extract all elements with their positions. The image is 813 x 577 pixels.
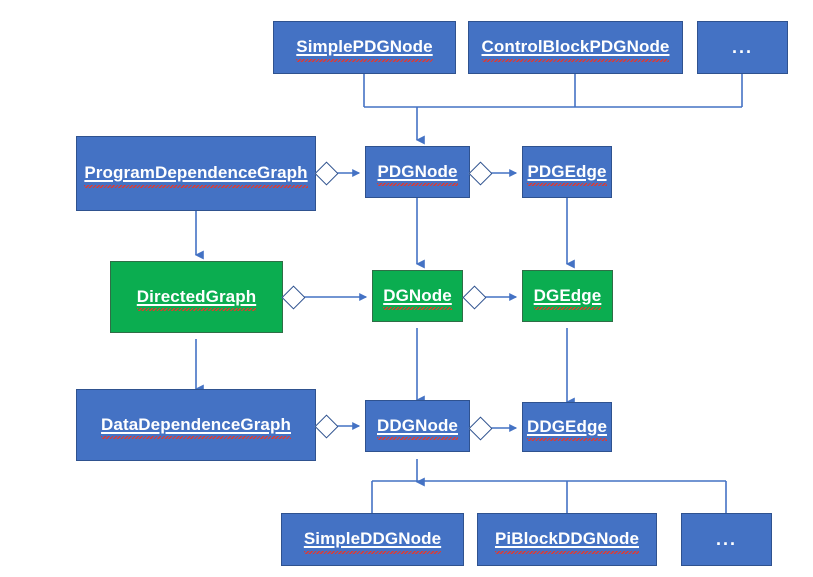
aggregation-diamond-dgnode-to-dgedge [462,285,487,310]
class-label: ProgramDependenceGraph [84,163,308,188]
class-box-data-dependence-graph[interactable]: DataDependenceGraph [76,389,316,461]
aggregation-diamond-pdgnode-to-pdgedge [468,161,493,186]
class-label: PDGNode [377,161,458,186]
class-label: SimpleDDGNode [303,529,442,554]
class-label: PDGEdge [527,161,607,186]
class-label: DirectedGraph [136,286,257,311]
class-box-pi-block-ddg-node[interactable]: PiBlockDDGNode [477,513,657,566]
class-label: DataDependenceGraph [101,414,291,439]
class-box-directed-graph[interactable]: DirectedGraph [110,261,283,333]
inheritance-pdgnode-subclasses [363,74,743,145]
class-box-bottom-ellipsis[interactable]: ... [681,513,772,566]
class-label: DGNode [383,285,452,310]
aggregation-diamond-ddgnode-to-ddgedge [468,416,493,441]
class-box-top-ellipsis[interactable]: ... [697,21,788,74]
class-box-simple-ddg-node[interactable]: SimpleDDGNode [281,513,464,566]
class-label: DDGEdge [526,416,608,441]
aggregation-diamond-ddg-to-ddgnode [314,414,339,439]
class-box-pdg-edge[interactable]: PDGEdge [522,146,612,198]
class-box-program-dependence-graph[interactable]: ProgramDependenceGraph [76,136,316,211]
class-label: PiBlockDDGNode [494,529,640,554]
class-box-dg-node[interactable]: DGNode [372,270,463,322]
class-box-ddg-node[interactable]: DDGNode [365,400,470,452]
class-box-dg-edge[interactable]: DGEdge [522,270,613,322]
aggregation-diamond-dg-to-dgnode [281,285,306,310]
aggregation-diamond-pdg-to-pdgnode [314,161,339,186]
class-label: DDGNode [377,415,458,440]
class-box-control-block-pdg-node[interactable]: ControlBlockPDGNode [468,21,683,74]
class-label: ... [715,528,737,549]
inheritance-ddgnode-subclasses [371,459,727,513]
class-label: DGEdge [533,285,602,310]
class-label: ControlBlockPDGNode [481,37,670,62]
class-label: ... [731,36,753,57]
class-box-ddg-edge[interactable]: DDGEdge [522,402,612,452]
class-box-simple-pdg-node[interactable]: SimplePDGNode [273,21,456,74]
class-box-pdg-node[interactable]: PDGNode [365,146,470,198]
class-label: SimplePDGNode [296,37,434,62]
